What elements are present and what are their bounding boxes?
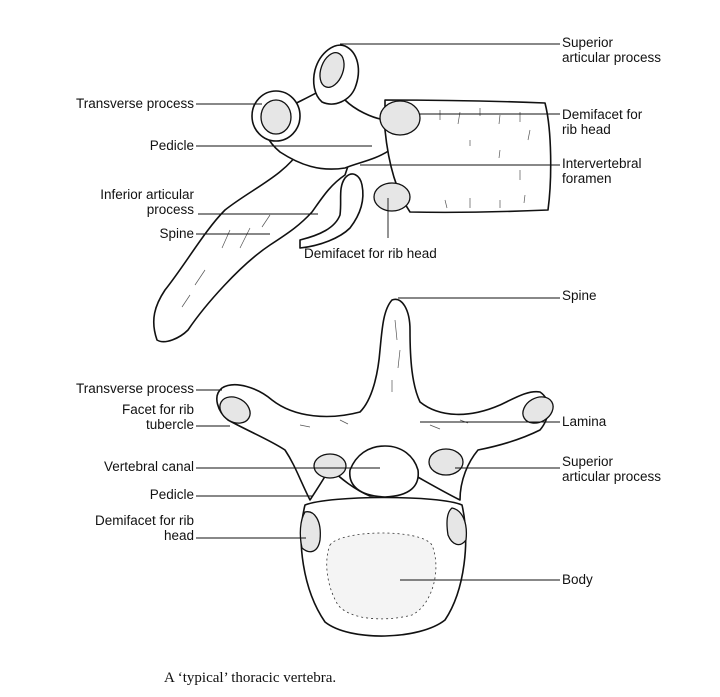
superior-view	[216, 298, 554, 637]
superior-arch-hatching	[299, 319, 469, 430]
superior-demifacet-left	[299, 511, 321, 553]
label-pedicle: Pedicle	[150, 138, 194, 153]
label-demifacet-upper-1: Demifacet for	[562, 107, 643, 122]
label-demifacet-upper-2: rib head	[562, 122, 611, 137]
label-intervertebral-2: foramen	[562, 171, 612, 186]
label-demifacet-superior-2: head	[164, 528, 194, 543]
superior-tubercle-facet-right	[522, 396, 554, 424]
lateral-superior-facet	[319, 52, 345, 88]
superior-demifacet-right	[446, 507, 468, 546]
label-demifacet-lower: Demifacet for rib head	[304, 246, 437, 261]
lateral-leaders	[196, 43, 560, 238]
label-inferior-articular-2: process	[147, 202, 195, 217]
label-transverse-superior: Transverse process	[76, 381, 194, 396]
label-superior-articular-s1: Superior	[562, 454, 614, 469]
label-superior-articular-1: Superior	[562, 35, 614, 50]
label-facet-tubercle-2: tubercle	[146, 417, 194, 432]
figure-caption: A ‘typical’ thoracic vertebra.	[164, 670, 336, 686]
superior-body-cancellous	[326, 532, 437, 620]
lateral-view	[153, 44, 552, 343]
lateral-lower-demifacet	[373, 182, 411, 212]
label-superior-articular-s2: articular process	[562, 469, 661, 484]
superior-tubercle-facet-left	[219, 396, 251, 424]
superior-leaders	[196, 297, 560, 581]
label-demifacet-superior-1: Demifacet for rib	[95, 513, 194, 528]
label-pedicle-superior: Pedicle	[150, 487, 194, 502]
label-inferior-articular-1: Inferior articular	[100, 187, 194, 202]
lateral-upper-demifacet	[379, 100, 421, 136]
superior-vertebral-canal	[349, 445, 419, 498]
label-facet-tubercle-1: Facet for rib	[122, 402, 194, 417]
superior-articular-facet-left	[313, 453, 347, 479]
label-vertebral-canal: Vertebral canal	[104, 459, 194, 474]
label-transverse-process: Transverse process	[76, 96, 194, 111]
lateral-spine-hatching	[181, 214, 271, 308]
label-superior-articular-2: articular process	[562, 50, 661, 65]
lateral-transverse-facet	[260, 99, 292, 135]
label-intervertebral-1: Intervertebral	[562, 156, 642, 171]
lateral-labels: Superior articular process Transverse pr…	[76, 35, 661, 261]
superior-articular-facet-right	[428, 448, 464, 476]
label-lamina: Lamina	[562, 414, 607, 429]
lateral-inferior-articular-process	[299, 173, 364, 249]
lateral-body-hatching	[439, 108, 531, 209]
label-spine-lateral: Spine	[159, 226, 194, 241]
label-spine-superior: Spine	[562, 288, 597, 303]
superior-labels: Spine Transverse process Facet for rib t…	[76, 288, 661, 587]
label-body: Body	[562, 572, 593, 587]
